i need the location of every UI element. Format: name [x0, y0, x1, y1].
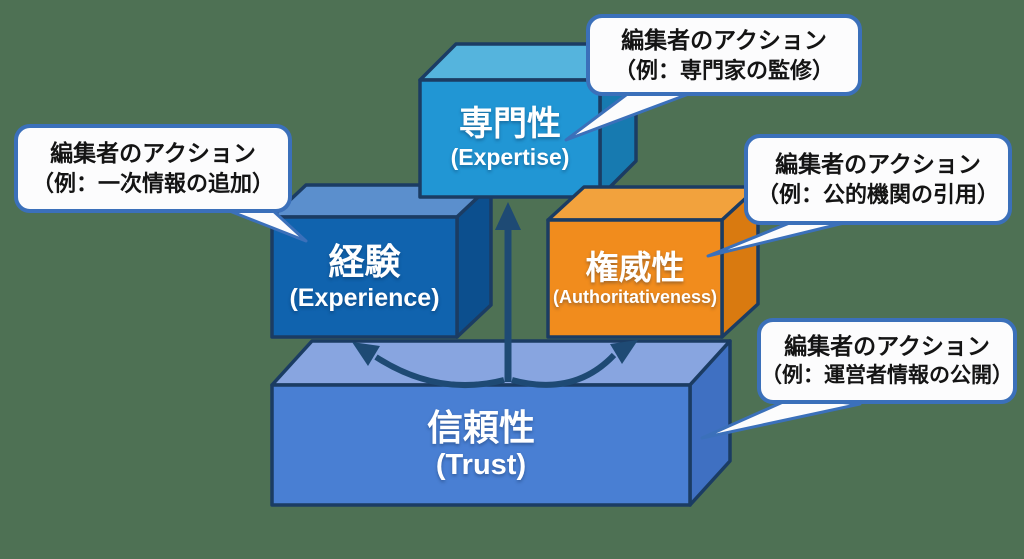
callout-experience-line2: （例：一次情報の追加）: [31, 171, 274, 197]
callout-trust-line2: （例：運営者情報の公開）: [761, 364, 1013, 388]
experience-box: [270, 183, 493, 339]
callout-authoritativeness-line1: 編集者のアクション: [775, 151, 981, 178]
arrowhead-up: [495, 202, 521, 230]
authoritativeness-box-front-face: [546, 218, 724, 339]
callout-experience: 編集者のアクション （例：一次情報の追加）: [14, 124, 292, 213]
authoritativeness-box: [546, 185, 760, 339]
callout-expertise: 編集者のアクション （例：専門家の監修）: [586, 14, 862, 96]
trust-box: [270, 339, 732, 507]
callout-trust: 編集者のアクション （例：運営者情報の公開）: [757, 318, 1017, 404]
callout-experience-line1: 編集者のアクション: [50, 140, 256, 167]
callout-trust-line1: 編集者のアクション: [784, 333, 990, 360]
callout-authoritativeness-line2: （例：公的機関の引用）: [756, 182, 999, 208]
callout-expertise-line2: （例：専門家の監修）: [613, 57, 834, 83]
callout-authoritativeness: 編集者のアクション （例：公的機関の引用）: [744, 134, 1012, 225]
expertise-box-front-face: [418, 78, 602, 199]
arrow-curve-right: [511, 352, 617, 388]
arrowhead-right: [610, 340, 638, 364]
arrow-trust-to-authoritativeness: [511, 340, 638, 388]
arrow-trust-to-expertise: [495, 202, 521, 382]
arrow-curve-left: [374, 354, 505, 388]
trust-box-front-face: [270, 383, 692, 507]
arrow-trust-to-experience: [352, 342, 505, 388]
arrowhead-left: [352, 342, 380, 366]
callout-expertise-line1: 編集者のアクション: [621, 26, 827, 53]
